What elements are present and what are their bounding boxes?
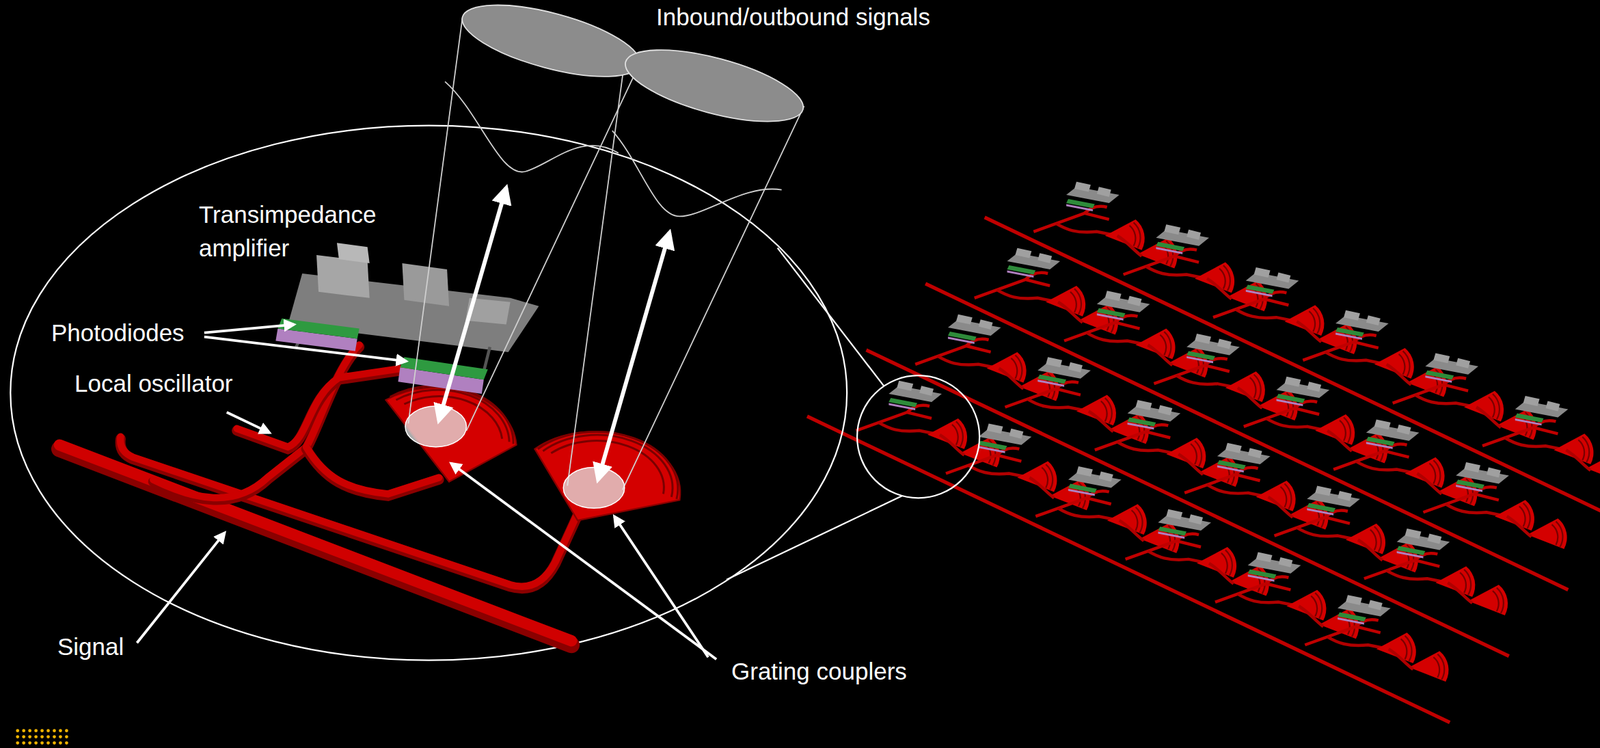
logo-dots-part <box>46 734 50 739</box>
leader-line-part <box>136 532 225 643</box>
array-units <box>856 181 1600 682</box>
array-units-part <box>1094 399 1239 487</box>
logo-dots-part <box>46 740 50 745</box>
leader-line-part <box>451 463 717 660</box>
array-units-part <box>1482 395 1600 483</box>
leader-line-part <box>204 336 407 362</box>
beam-end-part <box>455 0 647 91</box>
array-units-part <box>1125 509 1270 596</box>
array-units-part <box>1333 418 1477 506</box>
logo-dots-part <box>64 740 69 745</box>
photodiode-part <box>399 356 488 380</box>
waveguides-part <box>120 438 578 589</box>
leader-line-part <box>226 412 270 433</box>
receiver-array <box>807 181 1600 723</box>
amplifier-label: Transimpedance amplifier <box>198 197 404 265</box>
photodiode-part <box>277 318 359 340</box>
logo-dots-part <box>15 728 20 732</box>
waveguides-part <box>59 444 572 642</box>
array-units-part <box>1184 442 1328 530</box>
transimpedance-amplifier <box>287 242 539 388</box>
logo-dots-part <box>28 728 32 732</box>
logo-dots-part <box>58 740 63 745</box>
beam-spot <box>405 405 625 508</box>
array-units-part <box>915 314 1059 402</box>
logo-dots-part <box>21 728 26 732</box>
logo-dots-part <box>64 728 69 732</box>
beam-end-part <box>618 35 810 137</box>
signal-label: Signal <box>57 632 124 661</box>
array-units-part <box>1035 466 1179 553</box>
array-units-part <box>974 248 1119 335</box>
logo-dots-part <box>34 728 38 732</box>
zoom-callout-part <box>777 248 884 386</box>
logo-dots-part <box>21 740 26 745</box>
array-units-part <box>1422 462 1567 549</box>
optical-beam-part <box>612 130 782 216</box>
array-row-lines <box>807 217 1600 723</box>
logo-dots-part <box>46 728 50 732</box>
array-units-part <box>1364 528 1508 616</box>
transimpedance-amplifier-part <box>336 242 370 264</box>
logo-dots-part <box>34 740 38 745</box>
array-units-part <box>1153 333 1298 421</box>
waveguides-part <box>306 446 439 495</box>
logo-dots-part <box>40 728 44 732</box>
beam-spot-part <box>405 405 467 447</box>
array-units-part <box>1304 594 1449 682</box>
zoom-callout-part <box>857 375 980 498</box>
logo-dots-part <box>15 734 20 739</box>
leader-line-part <box>614 516 709 657</box>
optical-beam-part <box>466 65 639 431</box>
logo-dots-part <box>28 734 32 739</box>
logo-dots-part <box>34 734 38 739</box>
grating-coupler <box>386 385 681 521</box>
array-units-part <box>1033 181 1177 269</box>
leader-line-part <box>204 324 294 333</box>
waveguides <box>59 344 578 645</box>
array-units-part <box>1123 224 1268 311</box>
signal-arrow-part <box>598 232 670 480</box>
logo-dots <box>15 728 68 745</box>
beam-label: Inbound/outbound signals <box>656 2 931 32</box>
zoom-callout <box>10 125 980 661</box>
logo-dots-part <box>52 740 57 745</box>
logo-dots-part <box>40 740 44 745</box>
zoom-callout-part <box>726 495 903 579</box>
array-units-part <box>1274 485 1419 573</box>
optical-beam-part <box>444 81 619 172</box>
logo-dots-part <box>28 740 32 745</box>
array-units-part <box>945 423 1090 510</box>
zoom-callout-part <box>10 125 847 661</box>
array-units-part <box>1064 290 1208 378</box>
logo-dots-part <box>52 734 57 739</box>
grating-coupler-part <box>386 387 517 482</box>
array-units-part <box>1302 310 1447 398</box>
photodiode-label: Photodiodes <box>51 318 185 348</box>
array-units-part <box>1004 356 1149 444</box>
logo-dots-part <box>40 734 44 739</box>
logo-dots-part <box>52 728 57 732</box>
beam-spot-part <box>563 467 625 509</box>
array-units-part <box>1243 376 1388 464</box>
logo-dots-part <box>64 734 69 739</box>
array-row-lines-part <box>925 283 1568 590</box>
logo-dots-part <box>15 740 20 745</box>
coupler-label: Grating couplers <box>731 656 907 686</box>
logo-dots-part <box>58 728 63 732</box>
oscillator-label: Local oscillator <box>74 369 234 398</box>
waveguides-part <box>120 436 578 587</box>
transimpedance-amplifier-part <box>401 263 450 307</box>
waveguides-part <box>237 367 409 447</box>
signal-arrow-part <box>438 187 507 421</box>
logo-dots-part <box>21 734 26 739</box>
signal-arrow <box>438 187 670 480</box>
logo-dots-part <box>58 734 63 739</box>
array-units-part <box>1215 551 1359 639</box>
array-units-part <box>1213 267 1357 355</box>
array-units-part <box>1392 352 1537 440</box>
